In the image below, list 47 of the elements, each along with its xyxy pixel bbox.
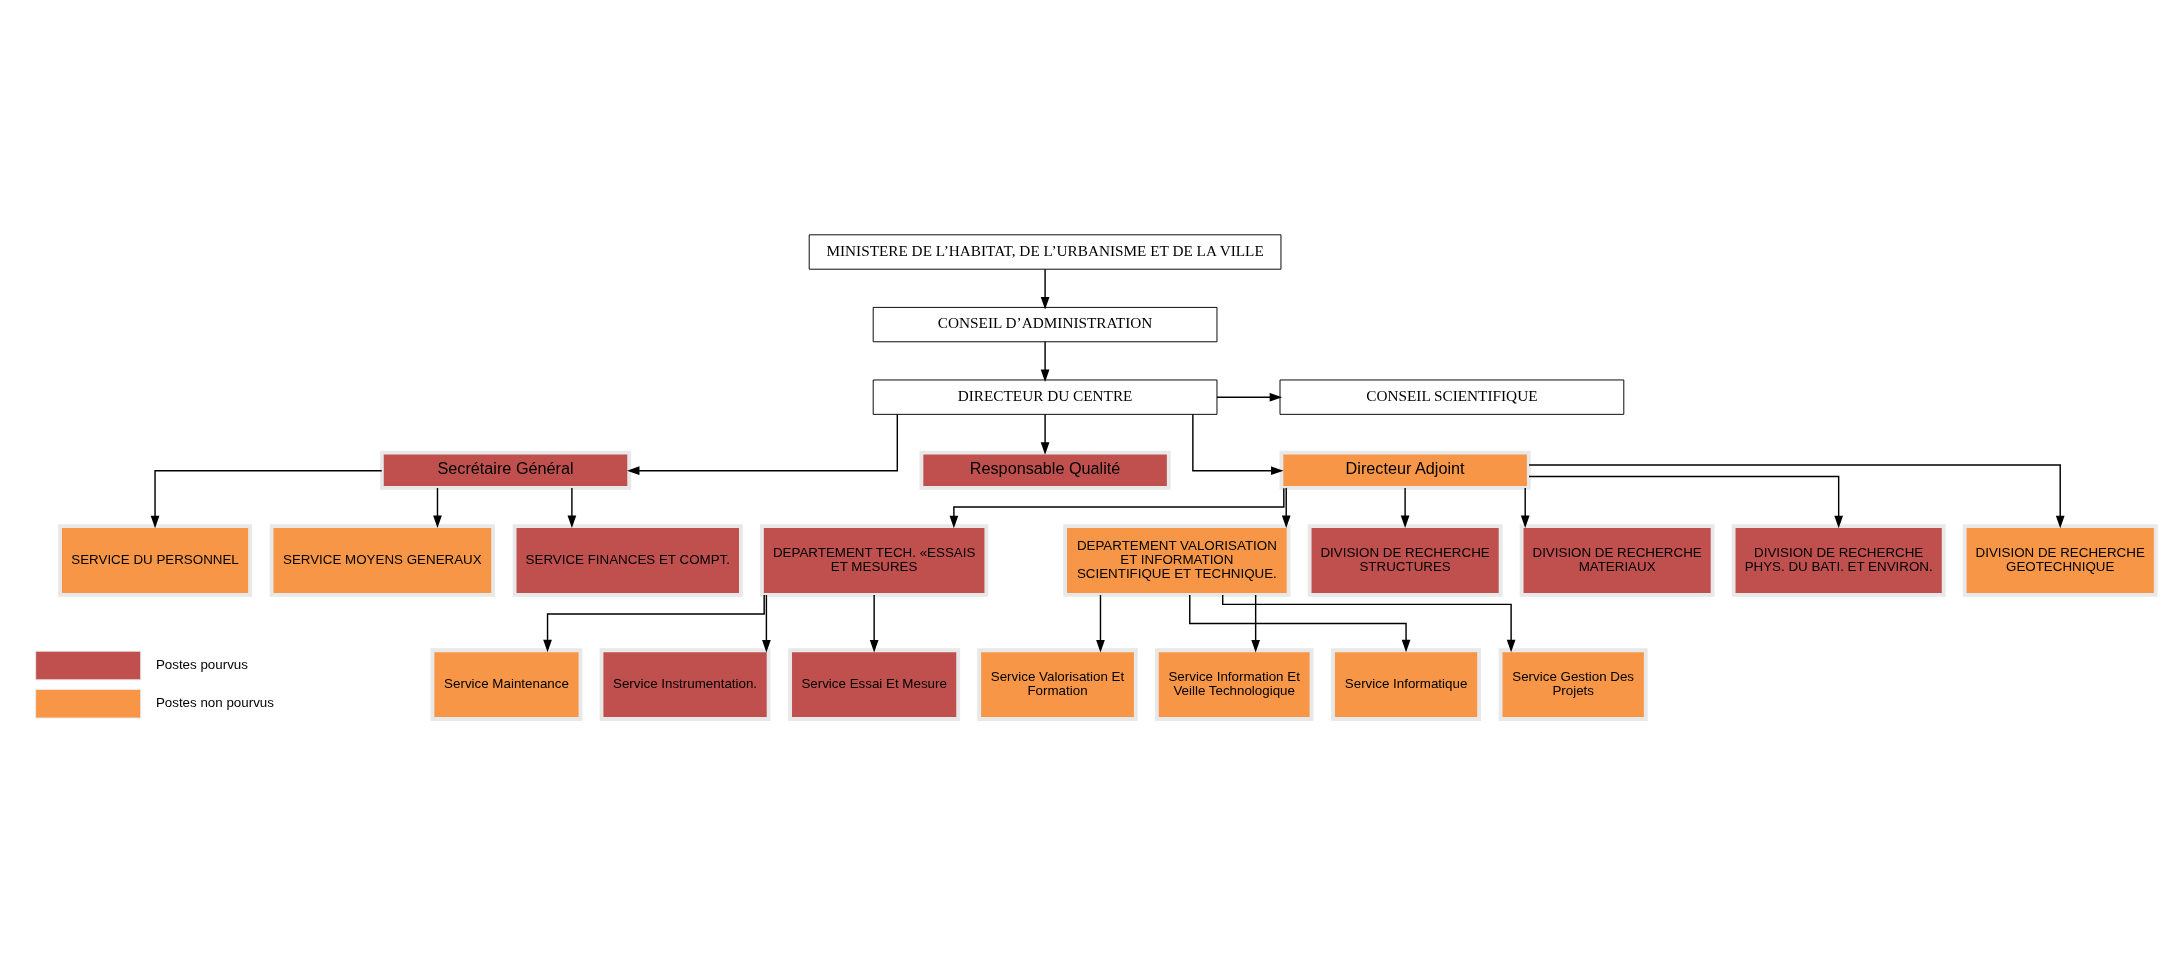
- node-box: MINISTERE DE L’HABITAT, DE L’URBANISME ET DE LA VILLE: [808, 234, 1282, 270]
- node-box: DIVISION DE RECHERCHE STRUCTURES: [1307, 524, 1503, 597]
- node-box: Service Gestion Des Projets: [1498, 648, 1648, 721]
- node-box: SERVICE FINANCES ET COMPT.: [512, 524, 743, 597]
- legend-label: Postes pourvus: [155, 657, 248, 673]
- node-box: Service Instrumentation.: [599, 648, 771, 721]
- node-box: Service Maintenance: [430, 648, 583, 721]
- arrow: [543, 594, 765, 653]
- node-box: SERVICE DU PERSONNEL: [58, 524, 252, 597]
- arrow: [1040, 341, 1050, 382]
- node-box: DIRECTEUR DU CENTRE: [872, 379, 1218, 415]
- arrow: [1520, 487, 1530, 529]
- arrow: [1040, 413, 1050, 455]
- node-box: DEPARTEMENT TECH. «ESSAIS ET MESURES: [760, 524, 989, 597]
- arrow: [567, 487, 577, 529]
- arrow: [1528, 475, 1843, 529]
- node-box: Service Information Et Veille Technologique: [1154, 648, 1314, 721]
- arrow: [150, 470, 383, 529]
- arrow: [433, 487, 442, 529]
- node-box: DEPARTEMENT VALORISATION ET INFORMATION SCIENTIFIQUE ET TECHNIQUE.: [1063, 524, 1291, 597]
- arrow: [949, 487, 1285, 529]
- arrow: [1189, 594, 1411, 653]
- arrow: [1040, 268, 1050, 310]
- node-box: DIVISION DE RECHERCHE MATERIAUX: [1519, 524, 1715, 597]
- node-box: Service Valorisation Et Formation: [977, 648, 1138, 721]
- arrow: [1192, 413, 1284, 476]
- arrow: [1528, 464, 2065, 529]
- arrow: [1216, 392, 1283, 402]
- arrow: [1400, 487, 1410, 529]
- node-box: Service Essai Et Mesure: [788, 648, 961, 721]
- arrow: [869, 594, 879, 653]
- node-box: Secrétaire Général: [379, 450, 632, 490]
- arrow: [1222, 594, 1516, 653]
- node-box: CONSEIL SCIENTIFIQUE: [1279, 379, 1625, 415]
- node-box: DIVISION DE RECHERCHE PHYS. DU BATI. ET ENVIRON.: [1731, 524, 1946, 597]
- node-box: Service Informatique: [1331, 648, 1482, 721]
- node-box: CONSEIL D’ADMINISTRATION: [872, 306, 1218, 343]
- node-box: Directeur Adjoint: [1279, 450, 1531, 490]
- node-box: Responsable Qualité: [919, 450, 1171, 490]
- legend-label: Postes non pourvus: [155, 695, 274, 711]
- arrow: [1096, 594, 1105, 653]
- arrow: [627, 413, 898, 476]
- node-box: SERVICE MOYENS GENERAUX: [269, 524, 496, 597]
- arrow: [762, 594, 771, 653]
- node-box: DIVISION DE RECHERCHE GEOTECHNIQUE: [1962, 524, 2158, 597]
- arrow: [1251, 594, 1260, 653]
- arrow: [1281, 487, 1291, 529]
